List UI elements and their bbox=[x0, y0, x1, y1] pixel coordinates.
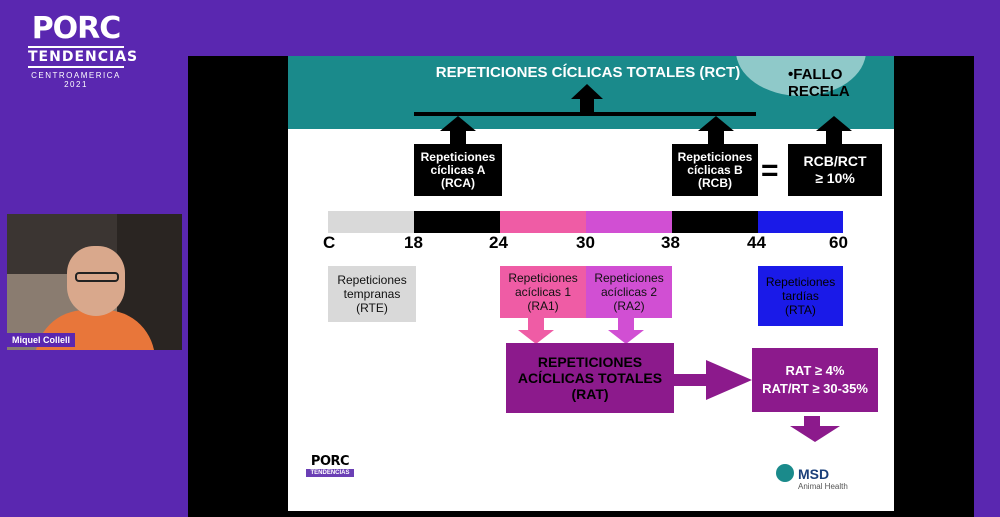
rca-line: (RCA) bbox=[440, 175, 475, 190]
recela-text: RECELA bbox=[788, 83, 850, 100]
timeline-segment-rcb bbox=[672, 211, 758, 233]
speaker-glasses bbox=[75, 272, 119, 282]
timeline-tick: 38 bbox=[661, 233, 680, 252]
rcb-line: cíclicas B bbox=[687, 162, 743, 177]
timeline-tick: 60 bbox=[829, 233, 848, 252]
equals-sign: = bbox=[761, 154, 779, 187]
footer-porc-logo: PORC TENDENCIAS bbox=[306, 454, 354, 477]
ra2-line: Repeticiones bbox=[594, 271, 664, 285]
rat-line: (RAT) bbox=[571, 386, 609, 402]
rca-line: Repeticiones bbox=[420, 149, 496, 164]
diagram-arrows bbox=[414, 84, 852, 144]
rte-line: (RTE) bbox=[356, 301, 388, 315]
rcb-rct-ratio-box: RCB/RCT ≥ 10% bbox=[788, 144, 882, 196]
rta-line: (RTA) bbox=[785, 303, 816, 317]
rat-conditions-box: RAT ≥ 4% RAT/RT ≥ 30-35% bbox=[752, 348, 878, 412]
timeline-segment-rca bbox=[414, 211, 500, 233]
lower-arrows bbox=[518, 318, 840, 442]
ratio-line: RCB/RCT bbox=[803, 153, 867, 169]
rta-line: Repeticiones bbox=[765, 275, 836, 289]
rta-line: tardías bbox=[782, 289, 819, 303]
timeline-tick: C bbox=[323, 233, 336, 252]
timeline-segment-ra1 bbox=[500, 211, 586, 233]
rcb-line: (RCB) bbox=[697, 175, 732, 190]
footer-tendencias-text: TENDENCIAS bbox=[306, 469, 354, 477]
up-arrow-icon bbox=[440, 116, 476, 144]
rca-line: cíclicas A bbox=[430, 162, 486, 177]
timeline-tick: 44 bbox=[747, 233, 766, 252]
speaker-webcam bbox=[7, 214, 182, 350]
down-arrow-icon bbox=[790, 416, 840, 442]
ra1-line: (RA1) bbox=[527, 299, 559, 313]
timeline-tick: 18 bbox=[404, 233, 423, 252]
rte-line: tempranas bbox=[343, 287, 401, 301]
event-logo-subtitle: CENTROAMERICA 2021 bbox=[31, 71, 121, 89]
down-arrow-icon bbox=[608, 318, 644, 344]
condition-line: RAT/RT ≥ 30-35% bbox=[762, 381, 868, 396]
msd-text: MSD bbox=[798, 466, 830, 482]
rat-line: ACÍCLICAS TOTALES bbox=[517, 370, 663, 386]
up-arrow-icon bbox=[698, 116, 734, 144]
slide-title: REPETICIONES CÍCLICAS TOTALES (RCT) bbox=[435, 64, 741, 81]
ra2-line: acíclicas 2 bbox=[600, 285, 658, 299]
rta-box: Repeticiones tardías (RTA) bbox=[758, 266, 843, 326]
footer-porc-text: PORC bbox=[310, 454, 350, 469]
event-logo: PORC TENDENCIAS CENTROAMERICA 2021 bbox=[28, 11, 137, 89]
condition-line: RAT ≥ 4% bbox=[785, 363, 845, 378]
fallo-text: •FALLO bbox=[788, 66, 843, 83]
event-logo-porc: PORC bbox=[31, 11, 122, 46]
timeline-segment-early bbox=[328, 211, 414, 233]
ra1-line: acíclicas 1 bbox=[514, 285, 572, 299]
rte-line: Repeticiones bbox=[337, 273, 407, 287]
right-arrow-icon bbox=[674, 360, 752, 400]
msd-icon bbox=[776, 464, 794, 482]
timeline-tick: 24 bbox=[489, 233, 508, 252]
timeline-segment-late bbox=[758, 211, 843, 233]
fallo-recela-label: •FALLO RECELA bbox=[788, 66, 850, 100]
up-arrow-icon bbox=[571, 84, 603, 113]
msd-subtext: Animal Health bbox=[798, 482, 848, 491]
rte-box: Repeticiones tempranas (RTE) bbox=[328, 266, 416, 322]
rat-box: REPETICIONES ACÍCLICAS TOTALES (RAT) bbox=[506, 343, 674, 413]
event-logo-tendencias: TENDENCIAS bbox=[28, 46, 137, 68]
timeline-segment-ra2 bbox=[586, 211, 672, 233]
speaker-name-label: Miquel Collell bbox=[7, 333, 76, 347]
rcb-line: Repeticiones bbox=[677, 149, 753, 164]
msd-logo: MSD Animal Health bbox=[776, 464, 848, 491]
connector-bar bbox=[414, 112, 756, 116]
rca-box: Repeticiones cíclicas A (RCA) bbox=[414, 144, 502, 196]
down-arrow-icon bbox=[518, 318, 554, 344]
rcb-box: Repeticiones cíclicas B (RCB) bbox=[672, 144, 758, 196]
ra1-line: Repeticiones bbox=[508, 271, 578, 285]
rat-line: REPETICIONES bbox=[537, 354, 643, 370]
presentation-slide: REPETICIONES CÍCLICAS TOTALES (RCT) •FAL… bbox=[288, 56, 894, 511]
ra2-line: (RA2) bbox=[613, 299, 645, 313]
timeline-tick: 30 bbox=[576, 233, 595, 252]
ra1-box: Repeticiones acíclicas 1 (RA1) bbox=[500, 266, 586, 318]
up-arrow-icon bbox=[816, 116, 852, 144]
ra2-box: Repeticiones acíclicas 2 (RA2) bbox=[586, 266, 672, 318]
ratio-line: ≥ 10% bbox=[815, 170, 855, 186]
